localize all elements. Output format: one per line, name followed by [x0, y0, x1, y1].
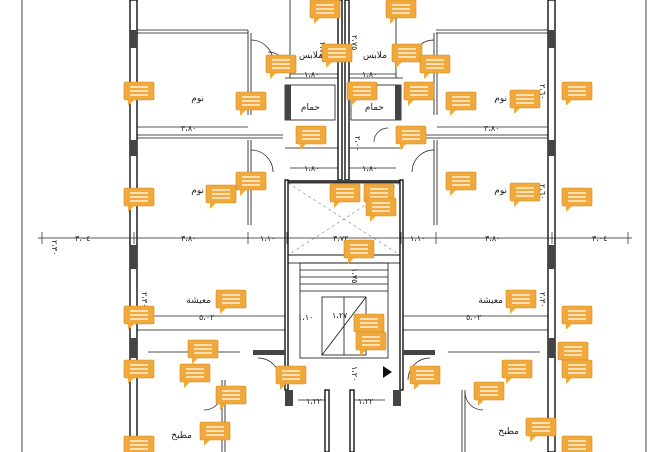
comment-icon[interactable]: [509, 182, 541, 207]
dim-label-2-60-lower: ٢،٦٠: [538, 184, 547, 199]
dim-label-side: ٢،٣٠: [50, 240, 59, 255]
dim-label-1-10-left: ١،١٠: [260, 234, 275, 243]
room-label-bath-right: حمام: [365, 103, 384, 113]
room-label-living-right: معيشة: [478, 296, 503, 306]
comment-icon[interactable]: [385, 0, 417, 24]
room-label-living-left: معيشة: [186, 296, 211, 306]
comment-icon[interactable]: [509, 89, 541, 114]
dim-label-2-60-upper: ٢،٦٠: [538, 84, 547, 99]
room-label-dressing-left: ملابس: [299, 51, 323, 61]
comment-icon[interactable]: [525, 417, 557, 442]
comment-icon[interactable]: [355, 331, 387, 356]
comment-icon[interactable]: [179, 363, 211, 388]
room-label-kitchen-right: مطبخ: [498, 427, 519, 437]
room-label-sleep-ur: نوم: [494, 94, 507, 104]
dim-label-1-10-right: ١،١٠: [410, 234, 425, 243]
dim-label-1-80-a: ١،٨٠: [304, 70, 319, 79]
room-label-bath-left: حمام: [301, 103, 320, 113]
comment-icon[interactable]: [199, 421, 231, 446]
comment-icon[interactable]: [295, 125, 327, 150]
dim-label-2-30-left: ٢،٣٠: [140, 292, 149, 307]
dim-label-3-72: ٣،٧٢: [333, 234, 348, 243]
left-bedroom-upper: [137, 29, 283, 139]
dim-label-1-27: ١،٢٧: [332, 311, 348, 320]
dim-label-1-10-stair: ١،١٠: [298, 313, 313, 322]
dim-label-5-02-left: ٥،٠٢: [199, 313, 214, 322]
right-bedroom-upper: [403, 29, 548, 139]
comment-icon[interactable]: [419, 54, 451, 79]
dim-label-2-30-right: ٢،٣٠: [538, 292, 547, 307]
comment-icon[interactable]: [561, 435, 593, 452]
room-label-dressing-right: ملابس: [363, 51, 387, 61]
comment-icon[interactable]: [309, 0, 341, 24]
comment-icon[interactable]: [561, 81, 593, 106]
comment-icon[interactable]: [561, 187, 593, 212]
comment-icon[interactable]: [123, 305, 155, 330]
comment-icon[interactable]: [265, 54, 297, 79]
comment-icon[interactable]: [391, 43, 423, 68]
comment-icon[interactable]: [473, 381, 505, 406]
comment-icon[interactable]: [409, 365, 441, 390]
comment-icon[interactable]: [235, 91, 267, 116]
dim-label-3-80-ur: ٣،٨٠: [484, 124, 499, 133]
dim-label-1-22-right: ١،٢٢: [358, 397, 373, 406]
comment-icon[interactable]: [343, 239, 375, 264]
comment-icon[interactable]: [123, 359, 155, 384]
comment-icon[interactable]: [445, 171, 477, 196]
dim-label-3-80-ml: ٣،٨٠: [181, 234, 196, 243]
comment-icon[interactable]: [215, 289, 247, 314]
dim-label-3-04-right: ٣،٠٤: [592, 234, 607, 243]
comment-icon[interactable]: [561, 305, 593, 330]
dim-label-1-80-c: ١،٨٠: [304, 164, 319, 173]
comment-icon[interactable]: [363, 183, 395, 208]
annotation-markers: [123, 0, 593, 452]
dim-label-3-80-mr: ٣،٨٠: [485, 234, 500, 243]
comment-icon[interactable]: [123, 187, 155, 212]
comment-icon[interactable]: [321, 43, 353, 68]
dim-label-3-04-left: ٣،٠٤: [75, 234, 90, 243]
dim-label-dressing-height-right: ٢،٧٥: [350, 35, 359, 50]
dim-label-1-80-d: ١،٨٠: [362, 164, 377, 173]
comment-icon[interactable]: [561, 359, 593, 384]
comment-icon[interactable]: [187, 339, 219, 364]
dim-label-1-22-left: ١،٢٢: [306, 397, 321, 406]
comment-icon[interactable]: [123, 81, 155, 106]
comment-icon[interactable]: [395, 125, 427, 150]
exterior-walls: [129, 0, 556, 452]
comment-icon[interactable]: [501, 359, 533, 384]
room-label-kitchen-left: مطبخ: [171, 431, 192, 441]
comment-icon[interactable]: [205, 184, 237, 209]
dim-label-2-00: ٢،٠٠: [353, 136, 362, 151]
comment-icon[interactable]: [215, 385, 247, 410]
comment-icon[interactable]: [365, 197, 397, 222]
dim-label-5-02-right: ٥،٠٢: [466, 313, 481, 322]
staircase: [299, 262, 392, 378]
dimension-lines-rooms: [137, 73, 548, 401]
right-bedroom-lower: [411, 140, 438, 225]
comment-icon[interactable]: [275, 365, 307, 390]
room-label-sleep-ll: نوم: [191, 186, 204, 196]
dim-label-3-80-ul: ٣،٨٠: [181, 124, 196, 133]
dim-label-1-80-b: ١،٨٠: [362, 70, 377, 79]
dim-label-1-75: ١،٧٥: [350, 268, 359, 283]
comment-icon[interactable]: [329, 183, 361, 208]
comment-icon[interactable]: [445, 91, 477, 116]
comment-icon[interactable]: [235, 171, 267, 196]
dimension-chain-main: [38, 232, 632, 244]
comment-icon[interactable]: [505, 289, 537, 314]
room-label-sleep-ul: نوم: [191, 94, 204, 104]
comment-icon[interactable]: [557, 341, 589, 366]
dim-label-1-20: ١،٢٠: [350, 366, 359, 381]
comment-icon[interactable]: [346, 81, 378, 106]
room-label-sleep-lr: نوم: [494, 186, 507, 196]
comment-icon[interactable]: [403, 81, 435, 106]
comment-icon[interactable]: [123, 435, 155, 452]
